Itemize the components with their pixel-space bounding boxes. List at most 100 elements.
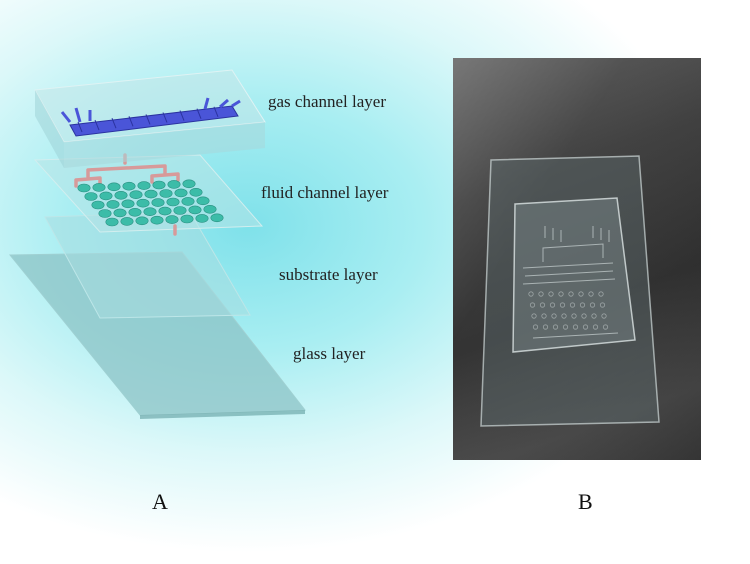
gas-channel-divider bbox=[128, 116, 134, 127]
chip-chamber bbox=[569, 302, 576, 308]
fluid-chamber bbox=[166, 197, 180, 207]
chip-chamber bbox=[541, 313, 547, 319]
fluid-chamber bbox=[99, 191, 113, 201]
fluid-chamber bbox=[158, 206, 172, 216]
chip-chamber bbox=[562, 324, 569, 330]
chip-chamber bbox=[581, 313, 587, 319]
chip-chamber bbox=[592, 324, 599, 330]
chip-chamber bbox=[579, 302, 586, 308]
chip-chamber bbox=[571, 313, 577, 319]
fluid-chamber bbox=[136, 198, 150, 208]
gas-channel-port bbox=[231, 99, 241, 108]
substrate-layer-label: substrate layer bbox=[279, 265, 378, 284]
fluid-chamber bbox=[77, 183, 91, 193]
fluid-chamber bbox=[120, 217, 134, 226]
gas-channel-divider bbox=[162, 112, 168, 123]
fluid-chamber bbox=[144, 189, 158, 199]
fluid-chamber bbox=[188, 205, 202, 215]
fluid-chamber bbox=[105, 217, 119, 227]
chip-chamber bbox=[539, 302, 546, 308]
gas-channel-port bbox=[74, 107, 82, 123]
panel-a-label: A bbox=[152, 489, 168, 514]
gas-channel-divider bbox=[111, 118, 117, 129]
gas-channel-layer-side bbox=[35, 90, 64, 168]
gas-channel-band bbox=[69, 105, 239, 137]
fluid-chamber bbox=[174, 188, 188, 198]
chip-chamber bbox=[578, 291, 584, 297]
fluid-chamber bbox=[121, 199, 135, 209]
chip-chamber bbox=[582, 324, 589, 330]
fluid-chamber bbox=[189, 188, 203, 197]
chip-chamber bbox=[588, 291, 594, 297]
gas-channel-divider bbox=[179, 110, 185, 121]
fluid-chamber bbox=[98, 209, 112, 218]
fluid-chamber bbox=[210, 213, 224, 223]
fluid-chamber bbox=[181, 197, 195, 206]
device-photo-drawing bbox=[453, 58, 701, 460]
fluid-chamber bbox=[150, 215, 164, 225]
chip-chamber bbox=[529, 302, 536, 308]
fluid-chamber bbox=[182, 179, 196, 189]
fluid-chamber bbox=[173, 206, 187, 215]
fluid-chamber bbox=[114, 191, 128, 200]
chip-gas-channels bbox=[522, 243, 616, 285]
chip-chamber bbox=[589, 302, 596, 308]
fluid-chamber bbox=[106, 200, 120, 209]
fluid-chamber bbox=[84, 192, 98, 201]
fluid-chamber-array bbox=[77, 179, 224, 227]
pdms-chip bbox=[512, 197, 636, 353]
chip-chamber bbox=[602, 324, 609, 330]
glass-slide bbox=[480, 155, 660, 427]
chip-chamber bbox=[558, 291, 564, 297]
fluid-chamber bbox=[196, 196, 210, 206]
glass-layer-edge bbox=[140, 410, 305, 419]
fluid-chamber bbox=[122, 181, 136, 191]
chip-outlet-channel bbox=[532, 332, 619, 339]
device-photograph bbox=[453, 58, 701, 460]
gas-channel-divider bbox=[94, 119, 100, 131]
fluid-chamber bbox=[113, 208, 127, 218]
chip-chamber bbox=[591, 313, 597, 319]
panel-b-label: B bbox=[578, 489, 593, 514]
glass-layer-label: glass layer bbox=[293, 344, 366, 363]
chip-chamber bbox=[559, 302, 566, 308]
chip-chamber bbox=[551, 313, 557, 319]
gas-channel-port bbox=[219, 98, 229, 109]
metal-surface-sheen bbox=[453, 58, 701, 460]
fluid-chamber bbox=[91, 200, 105, 210]
chip-chamber bbox=[542, 324, 549, 330]
fluid-chamber bbox=[180, 214, 194, 224]
chip-chamber bbox=[568, 291, 574, 297]
gas-channel-layer-front bbox=[64, 122, 265, 168]
chip-chamber bbox=[528, 291, 534, 297]
chip-chamber bbox=[532, 324, 539, 330]
fluid-chamber bbox=[143, 207, 157, 216]
chip-channels bbox=[522, 226, 619, 339]
fluid-chamber bbox=[92, 183, 106, 192]
chip-chamber bbox=[601, 313, 607, 319]
fluid-channel-layer-label: fluid channel layer bbox=[261, 183, 389, 202]
fluid-chamber bbox=[195, 214, 209, 223]
gas-channel-divider bbox=[213, 106, 219, 117]
gas-channel-divider bbox=[77, 121, 83, 133]
fluid-chamber bbox=[128, 208, 142, 217]
fluid-chamber bbox=[151, 198, 165, 207]
fluid-chamber bbox=[159, 189, 173, 198]
gas-channel-divider bbox=[145, 114, 151, 125]
chip-chamber bbox=[548, 291, 554, 297]
fluid-chamber bbox=[135, 216, 149, 226]
fluid-chamber bbox=[167, 180, 181, 189]
gas-channel-network bbox=[60, 97, 241, 137]
chip-chamber bbox=[561, 313, 567, 319]
chip-chamber bbox=[552, 324, 559, 330]
gas-channel-port bbox=[60, 111, 72, 123]
gas-channel-divider bbox=[196, 108, 202, 119]
gas-channel-layer-label: gas channel layer bbox=[268, 92, 386, 111]
chip-chamber bbox=[572, 324, 579, 330]
fluid-chamber bbox=[165, 215, 179, 224]
fluid-chamber bbox=[152, 180, 166, 190]
chip-chamber bbox=[531, 313, 537, 319]
fluid-chamber bbox=[137, 181, 151, 190]
chip-chamber bbox=[549, 302, 556, 308]
